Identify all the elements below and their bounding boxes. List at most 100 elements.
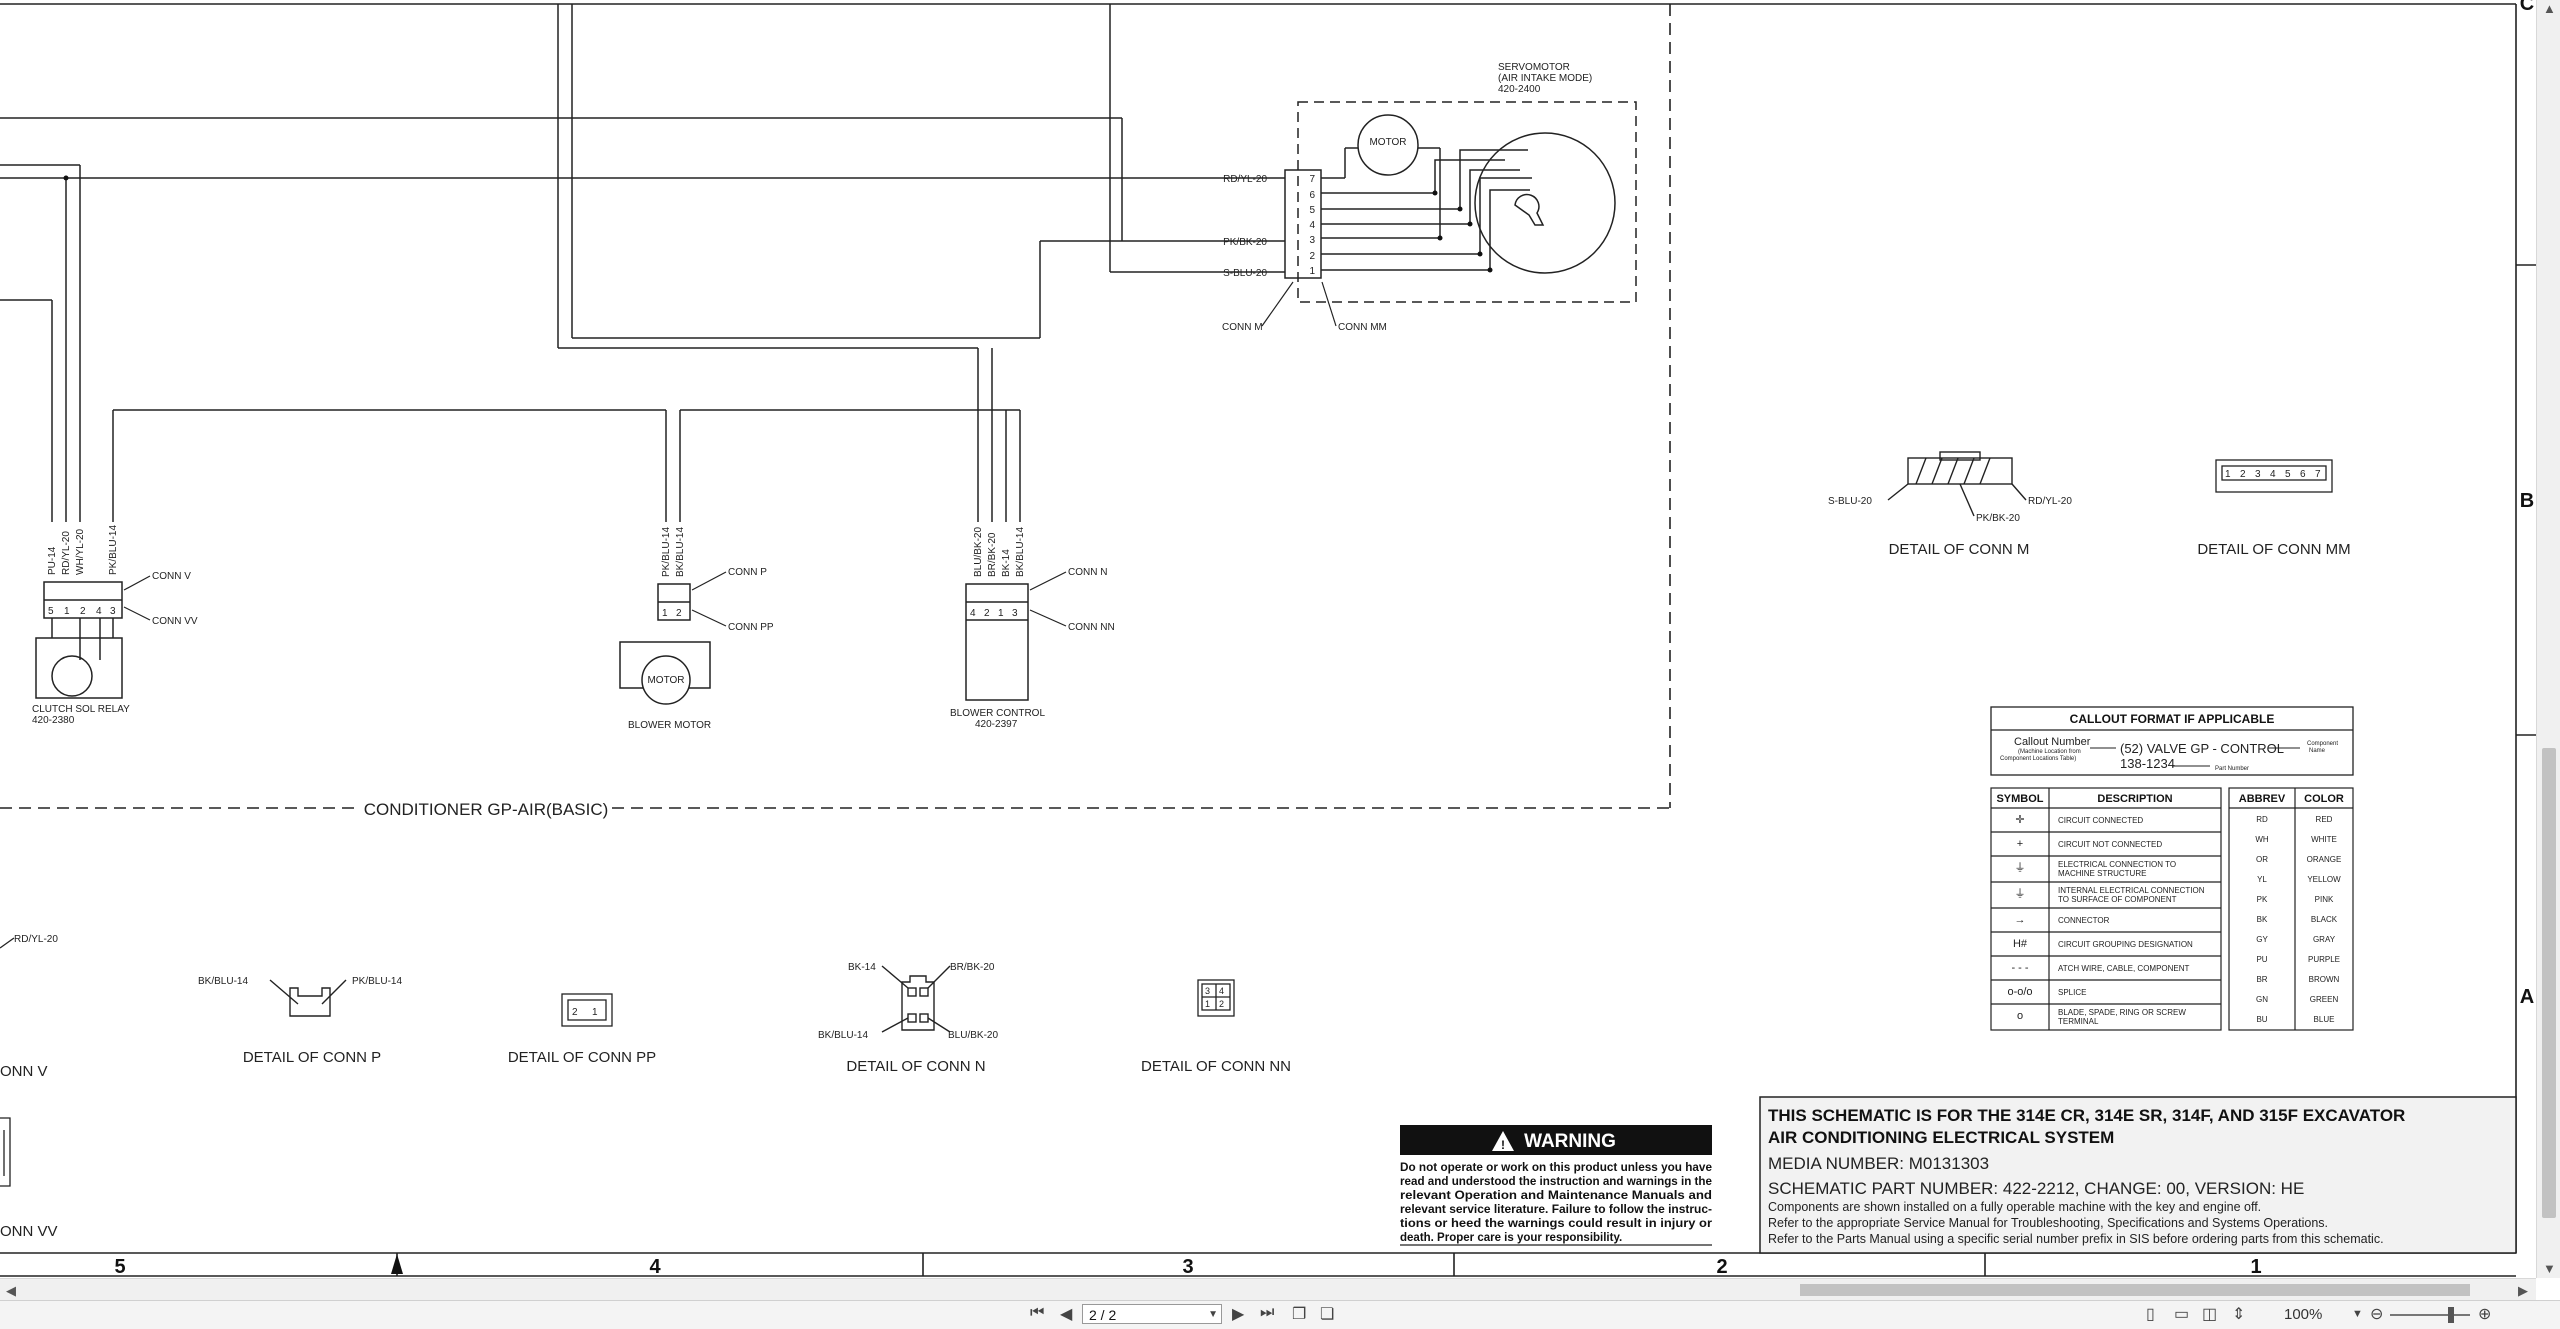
schematic-sheet: CONDITIONER GP-AIR(BASIC) [0,0,2536,1278]
left-edge-conn-vv: ONN VV [0,1223,58,1240]
color-name: GRAY [2313,935,2336,944]
vertical-scrollbar[interactable]: ▲ ▼ [2536,0,2560,1278]
clutch-name: CLUTCH SOL RELAY [32,704,130,715]
legend-symbol: o-o/o [2007,986,2032,998]
vertical-scroll-thumb[interactable] [2542,748,2556,1218]
zoom-dropdown-icon[interactable]: ▼ [2352,1308,2363,1320]
callout-name: Name [2309,748,2326,754]
detail-p-left: BK/BLU-14 [198,976,248,987]
legend-description: BLADE, SPADE, RING OR SCREW [2058,1008,2186,1017]
detail-pp-caption: DETAIL OF CONN PP [508,1049,656,1066]
title-note3: Refer to the Parts Manual using a specif… [1768,1232,2384,1246]
detail-mm-pin: 3 [2255,469,2261,480]
next-page-icon[interactable]: ▶ [1232,1306,1245,1323]
single-page-view-icon[interactable]: ▯ [2146,1306,2155,1323]
color-abbrev: OR [2256,855,2268,864]
title-line2: AIR CONDITIONING ELECTRICAL SYSTEM [1768,1128,2114,1147]
zoom-in-icon[interactable]: ⊕ [2478,1306,2492,1323]
legend-description: ELECTRICAL CONNECTION TO [2058,860,2176,869]
blower-ctrl-wire: BK-14 [1001,549,1012,577]
blower-ctrl-pin: 1 [998,608,1004,619]
conn-nn-label: CONN NN [1068,622,1115,633]
color-abbrev: PU [2256,955,2267,964]
blower-motor-wire: BK/BLU-14 [675,527,686,577]
copy-icon[interactable]: ❐ [1292,1306,1307,1323]
color-name: PURPLE [2308,955,2340,964]
servo-pin: 5 [1309,205,1315,216]
servo-pin: 7 [1309,174,1315,185]
callout-title: CALLOUT FORMAT IF APPLICABLE [2070,712,2275,726]
detail-nn-pin: 4 [1219,986,1224,996]
group-label: CONDITIONER GP-AIR(BASIC) [364,800,609,819]
servomotor-part: 420-2400 [1498,84,1541,95]
left-edge-wire: RD/YL-20 [14,934,58,945]
legend-symbol: ✛ [2015,814,2024,826]
color-abbrev: GY [2256,935,2268,944]
detail-m-bottom: PK/BK-20 [1976,513,2020,524]
servo-pin: 3 [1309,235,1315,246]
conn-m-label: CONN M [1222,322,1263,333]
legend-symbol: ⏚ [2015,861,2026,874]
servo-pin: 6 [1309,190,1315,201]
horizontal-scroll-thumb[interactable] [1800,1284,2470,1296]
scroll-right-icon[interactable]: ▶ [2518,1283,2528,1298]
blower-motor-name: BLOWER MOTOR [628,720,711,731]
detail-pp-pin: 2 [572,1007,578,1018]
color-abbrev: YL [2257,875,2267,884]
zoom-slider[interactable] [2390,1314,2470,1316]
legend-description: CIRCUIT NOT CONNECTED [2058,840,2162,849]
detail-nn-pin: 3 [1205,986,1210,996]
detail-mm-pin: 5 [2285,469,2291,480]
paste-icon[interactable]: ❏ [1320,1306,1335,1323]
servo-pin: 1 [1309,266,1315,277]
last-page-icon[interactable]: ⏭ [1260,1304,1275,1321]
blower-ctrl-wire: BR/BK-20 [987,532,998,577]
zoom-level[interactable]: 100% [2284,1306,2323,1323]
servo-pin: 2 [1309,251,1315,262]
zone-number: 3 [1182,1256,1193,1278]
warning-exclaim: ! [1501,1138,1505,1152]
viewer-status-bar: ⏮ ◀ 2 / 2▼ ▶ ⏭ ❐ ❏ ▯ ▭ ◫ ⇕ 100% ▼ ⊖ ⊕ [0,1300,2560,1329]
detail-p-caption: DETAIL OF CONN P [243,1049,381,1066]
page-number-field[interactable]: 2 / 2▼ [1082,1304,1222,1324]
legend-description: TERMINAL [2058,1017,2099,1026]
detail-nn-caption: DETAIL OF CONN NN [1141,1058,1291,1075]
blower-ctrl-pin: 3 [1012,608,1018,619]
scroll-left-icon[interactable]: ◀ [6,1283,16,1298]
scroll-down-icon[interactable]: ▼ [2543,1261,2556,1276]
blower-motor-wire: PK/BLU-14 [661,527,672,577]
color-abbrev: WH [2255,835,2269,844]
detail-mm-caption: DETAIL OF CONN MM [2197,541,2350,558]
zoom-out-icon[interactable]: ⊖ [2370,1306,2384,1323]
legend-symbol: → [2015,914,2026,926]
blower-ctrl-wire: BK/BLU-14 [1015,527,1026,577]
legend-symbol: - - - [2011,962,2028,974]
two-page-view-icon[interactable]: ◫ [2202,1306,2218,1323]
zoom-slider-handle[interactable] [2448,1307,2454,1323]
symbol-legend-rows: ✛CIRCUIT CONNECTED+CIRCUIT NOT CONNECTED… [2007,814,2204,1026]
detail-mm-pin: 4 [2270,469,2276,480]
blower-motor-pin: 1 [662,608,668,619]
wire-label: S-BLU-20 [1223,268,1267,279]
continuous-view-icon[interactable]: ▭ [2174,1306,2190,1323]
blower-motor-label: MOTOR [647,675,684,686]
detail-n-caption: DETAIL OF CONN N [846,1058,985,1075]
legend-symbol: o [2017,1010,2023,1022]
warning-line: relevant service literature. Failure to … [1400,1204,1712,1216]
scroll-up-icon[interactable]: ▲ [2543,1,2556,16]
horizontal-scrollbar[interactable]: ◀ ▶ [0,1278,2536,1301]
document-viewport[interactable]: CONDITIONER GP-AIR(BASIC) [0,0,2536,1278]
previous-page-icon[interactable]: ◀ [1060,1306,1073,1323]
chevron-down-icon[interactable]: ▼ [1208,1309,1218,1320]
legend-description: CONNECTOR [2058,916,2110,925]
callout-component-table: Component Locations Table) [2000,756,2076,762]
detail-n-tr: BR/BK-20 [950,962,995,973]
blower-ctrl-pin: 4 [970,608,976,619]
detail-m-right: RD/YL-20 [2028,496,2072,507]
color-name: WHITE [2311,835,2337,844]
first-page-icon[interactable]: ⏮ [1030,1304,1045,1321]
detail-pp-pin: 1 [592,1007,598,1018]
media-number: MEDIA NUMBER: M0131303 [1768,1154,1989,1173]
color-abbrev: BR [2256,975,2267,984]
fit-icon[interactable]: ⇕ [2232,1306,2246,1323]
